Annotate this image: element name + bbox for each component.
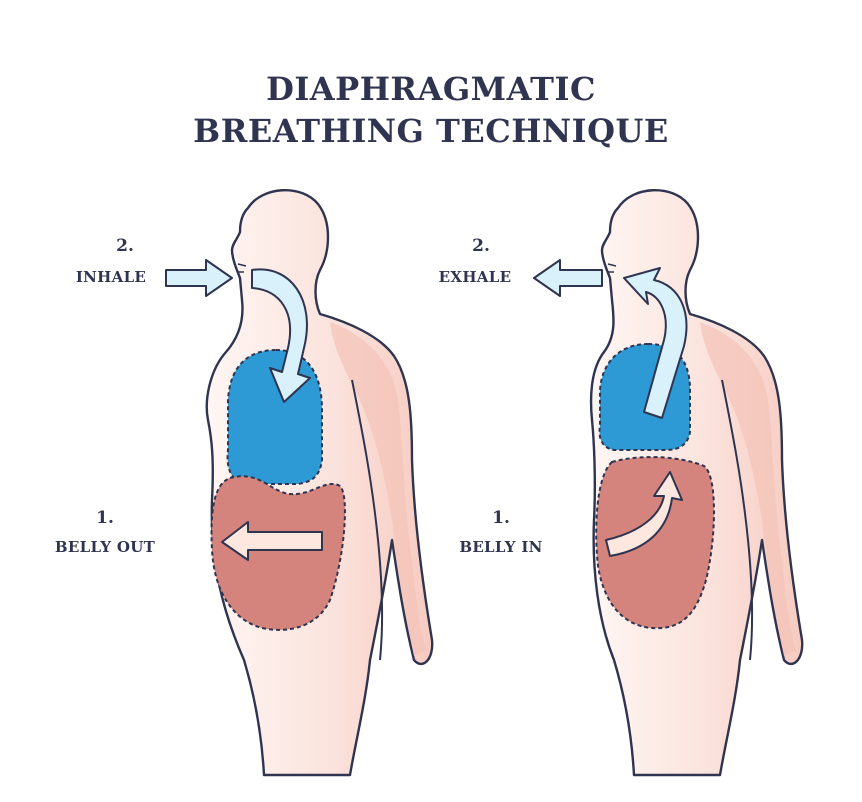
title-line-1: DIAPHRAGMATIC: [266, 70, 596, 108]
left-mouth: [237, 263, 247, 273]
inhale-step-number: 2.: [116, 236, 134, 256]
right-figure: [533, 189, 804, 777]
right-mouth: [607, 263, 617, 273]
belly-out-label: BELLY OUT: [54, 538, 156, 556]
inhale-arrow-icon: [165, 259, 233, 297]
exhale-arrow-icon: [533, 259, 603, 297]
right-arm-line: [721, 379, 754, 661]
title-line-2: BREATHING TECHNIQUE: [193, 112, 669, 150]
left-arm-line: [351, 379, 384, 661]
right-air-up-arrow-icon: [623, 267, 688, 419]
left-air-down-arrow-icon: [251, 268, 311, 403]
left-figure: [165, 189, 434, 777]
right-arm-shade: [700, 322, 796, 656]
right-belly: [595, 456, 715, 630]
belly-in-step-number: 1.: [492, 508, 510, 528]
inhale-label: INHALE: [75, 268, 147, 286]
exhale-step-number: 2.: [472, 236, 490, 256]
belly-in-arrow-icon: [605, 471, 683, 557]
belly-out-arrow-icon: [221, 521, 323, 561]
left-arm-shade: [330, 322, 426, 656]
belly-in-label: BELLY IN: [459, 538, 543, 556]
left-belly: [210, 475, 346, 631]
exhale-label: EXHALE: [438, 268, 512, 286]
belly-out-step-number: 1.: [96, 508, 114, 528]
